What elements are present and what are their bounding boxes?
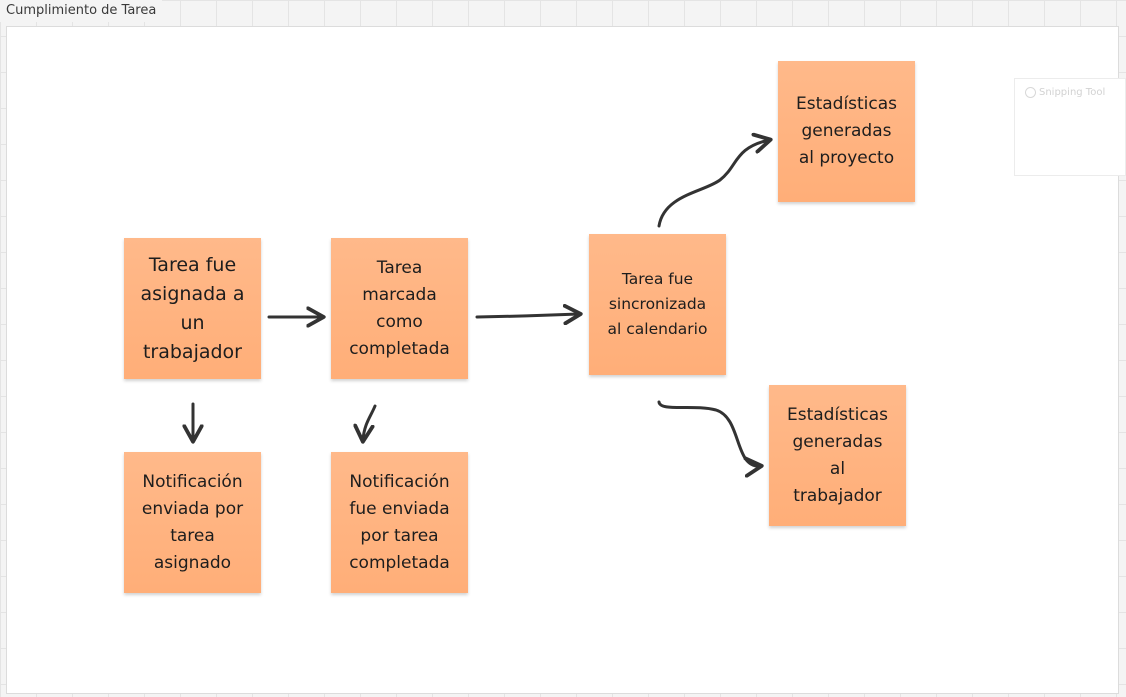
note-text: Notificación fue enviada por tarea compl… [349, 471, 450, 573]
note-tarea-sincronizada[interactable]: Tarea fue sincronizada al calendario [589, 234, 726, 375]
note-tarea-asignada[interactable]: Tarea fue asignada a un trabajador [124, 238, 261, 379]
note-tarea-marcada[interactable]: Tarea marcada como completada [331, 238, 468, 379]
snipping-tool-icon [1025, 87, 1036, 98]
snipping-tool-text: Snipping Tool [1039, 87, 1106, 98]
note-estadisticas-proyecto[interactable]: Estadísticas generadas al proyecto [778, 61, 915, 202]
frame-title[interactable]: Cumplimiento de Tarea [0, 0, 163, 22]
snipping-tool-label: Snipping Tool [1025, 87, 1105, 98]
note-notificacion-completada[interactable]: Notificación fue enviada por tarea compl… [331, 452, 468, 593]
note-text: Tarea marcada como completada [349, 257, 450, 359]
note-text: Tarea fue sincronizada al calendario [607, 270, 708, 338]
note-text: Notificación enviada por tarea asignado [141, 471, 244, 573]
note-notificacion-asignado[interactable]: Notificación enviada por tarea asignado [124, 452, 261, 593]
note-estadisticas-trabajador[interactable]: Estadísticas generadas al trabajador [769, 385, 906, 526]
note-text: Tarea fue asignada a un trabajador [140, 253, 245, 363]
note-text: Estadísticas generadas al proyecto [795, 94, 898, 168]
snipping-tool-overlay: Snipping Tool [1014, 78, 1126, 176]
note-text: Estadísticas generadas al trabajador [786, 404, 889, 506]
